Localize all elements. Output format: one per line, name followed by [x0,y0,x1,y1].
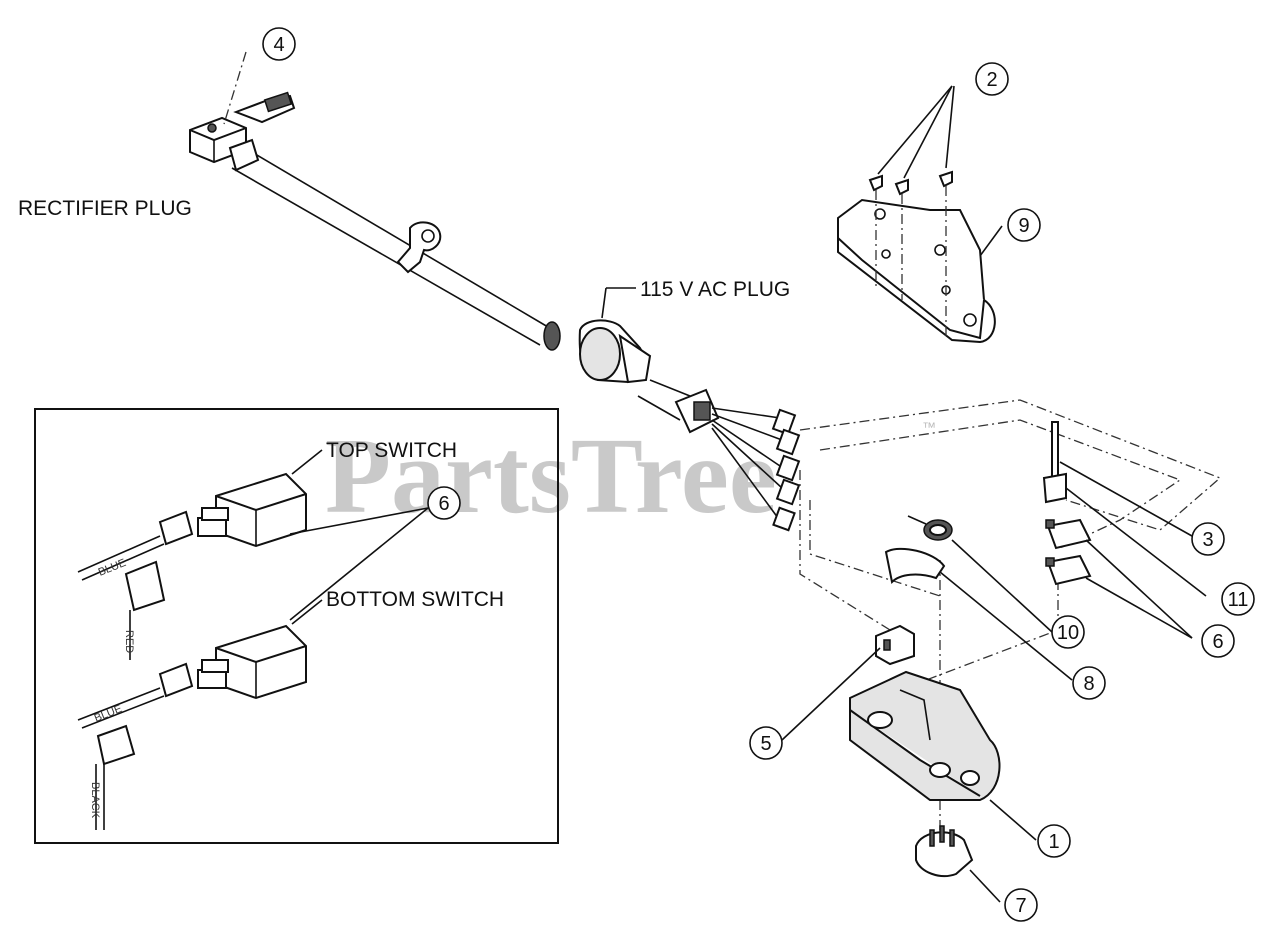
svg-text:11: 11 [1228,589,1249,611]
callout-5: 5 [749,726,783,760]
label-top-switch: TOP SWITCH [326,439,457,462]
pin [1051,421,1059,483]
svg-text:1: 1 [1048,831,1059,853]
leader-6-top [289,507,429,535]
wire-label-blue-2: BLUE [93,703,124,725]
svg-text:6: 6 [1212,631,1223,653]
ac-plug [543,319,720,434]
leader-bottom-switch [291,599,323,625]
callout-6-main: 6 [1201,624,1235,658]
main-cable [231,147,691,421]
svg-text:5: 5 [760,733,771,755]
svg-text:8: 8 [1083,673,1094,695]
callout-6-inset: 6 [427,486,461,520]
callout-9: 9 [1007,208,1041,242]
spring [907,515,953,541]
screws [868,85,955,340]
clip [884,547,946,585]
callout-10: 10 [1051,615,1085,649]
switch-pair [1045,518,1092,586]
callout-8: 8 [1072,666,1106,700]
svg-text:2: 2 [986,69,997,91]
inset-bottom-switch [77,624,307,830]
bottom-connector [915,825,974,878]
callout-2: 2 [975,62,1009,96]
callout-1: 1 [1037,824,1071,858]
wire-label-black: BLACK [89,782,101,819]
label-bottom-switch: BOTTOM SWITCH [326,588,504,611]
label-ac-plug: 115 V AC PLUG [640,278,790,301]
watermark-trademark: ™ [922,419,936,435]
small-switch [875,624,915,666]
callout-4: 4 [262,27,296,61]
callout-3: 3 [1191,522,1225,556]
leader-6-bottom [289,507,429,621]
rectifier-plug [189,91,296,172]
callout-leaders [223,51,1207,903]
svg-text:9: 9 [1018,215,1029,237]
svg-text:10: 10 [1057,622,1079,644]
watermark: PartsTree ™ [325,417,936,536]
connector-bundle [711,407,801,532]
svg-text:7: 7 [1015,895,1026,917]
svg-text:4: 4 [273,34,284,56]
label-rectifier-plug: RECTIFIER PLUG [18,197,192,220]
cover-plate [837,198,996,344]
leader-ac-plug-2 [601,287,607,319]
cable-clamp [396,221,442,274]
svg-text:6: 6 [438,493,449,515]
inset-top-switch [77,472,307,660]
callout-11: 11 [1221,582,1255,616]
wire-label-blue-1: BLUE [97,557,128,579]
wire-label-red: RED [123,630,135,653]
watermark-text: PartsTree [325,417,777,536]
svg-text:3: 3 [1202,529,1213,551]
callout-7: 7 [1004,888,1038,922]
leader-top-switch [291,449,323,475]
bracket [1042,472,1067,504]
inset-box [34,408,559,844]
base-housing [849,670,1001,801]
